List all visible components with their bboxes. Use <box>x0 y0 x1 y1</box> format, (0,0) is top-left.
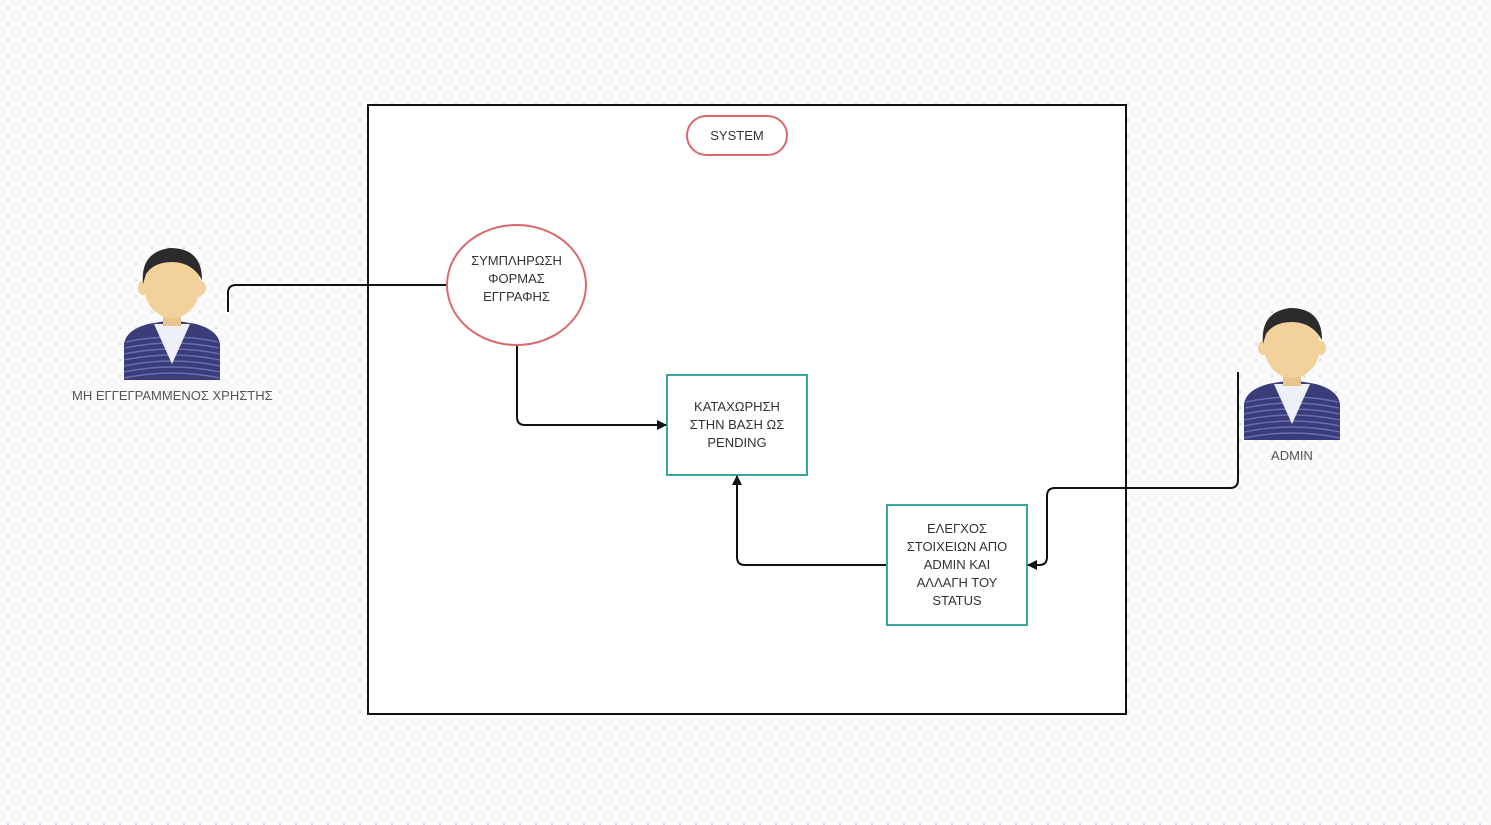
system-label[interactable]: SYSTEM <box>686 115 788 156</box>
actor-admin[interactable]: ADMIN <box>1192 304 1392 463</box>
person-icon <box>123 248 221 380</box>
process-admin-check-status[interactable]: ΕΛΕΓΧΟΣ ΣΤΟΙΧΕΙΩΝ ΑΠΟ ADMIN ΚΑΙ ΑΛΛΑΓΗ Τ… <box>886 504 1028 626</box>
process-admin-check-status-text: ΕΛΕΓΧΟΣ ΣΤΟΙΧΕΙΩΝ ΑΠΟ ADMIN ΚΑΙ ΑΛΛΑΓΗ Τ… <box>906 521 1008 608</box>
actor-unregistered-user-label: ΜΗ ΕΓΓΕΓΡΑΜΜΕΝΟΣ ΧΡΗΣΤΗΣ <box>72 388 273 403</box>
usecase-fill-registration-form[interactable]: ΣΥΜΠΛΗΡΩΣΗ ΦΟΡΜΑΣ ΕΓΓΡΑΦΗΣ <box>446 224 587 346</box>
usecase-fill-registration-form-text: ΣΥΜΠΛΗΡΩΣΗ ΦΟΡΜΑΣ ΕΓΓΡΑΦΗΣ <box>471 253 562 304</box>
process-register-pending-text: ΚΑΤΑΧΩΡΗΣΗ ΣΤΗΝ ΒΑΣΗ ΩΣ PENDING <box>689 399 785 450</box>
actor-admin-label: ADMIN <box>1271 448 1313 463</box>
system-label-text: SYSTEM <box>710 128 764 143</box>
actor-unregistered-user[interactable]: ΜΗ ΕΓΓΕΓΡΑΜΜΕΝΟΣ ΧΡΗΣΤΗΣ <box>72 244 273 403</box>
process-register-pending[interactable]: ΚΑΤΑΧΩΡΗΣΗ ΣΤΗΝ ΒΑΣΗ ΩΣ PENDING <box>666 374 808 476</box>
person-icon <box>1243 308 1341 440</box>
